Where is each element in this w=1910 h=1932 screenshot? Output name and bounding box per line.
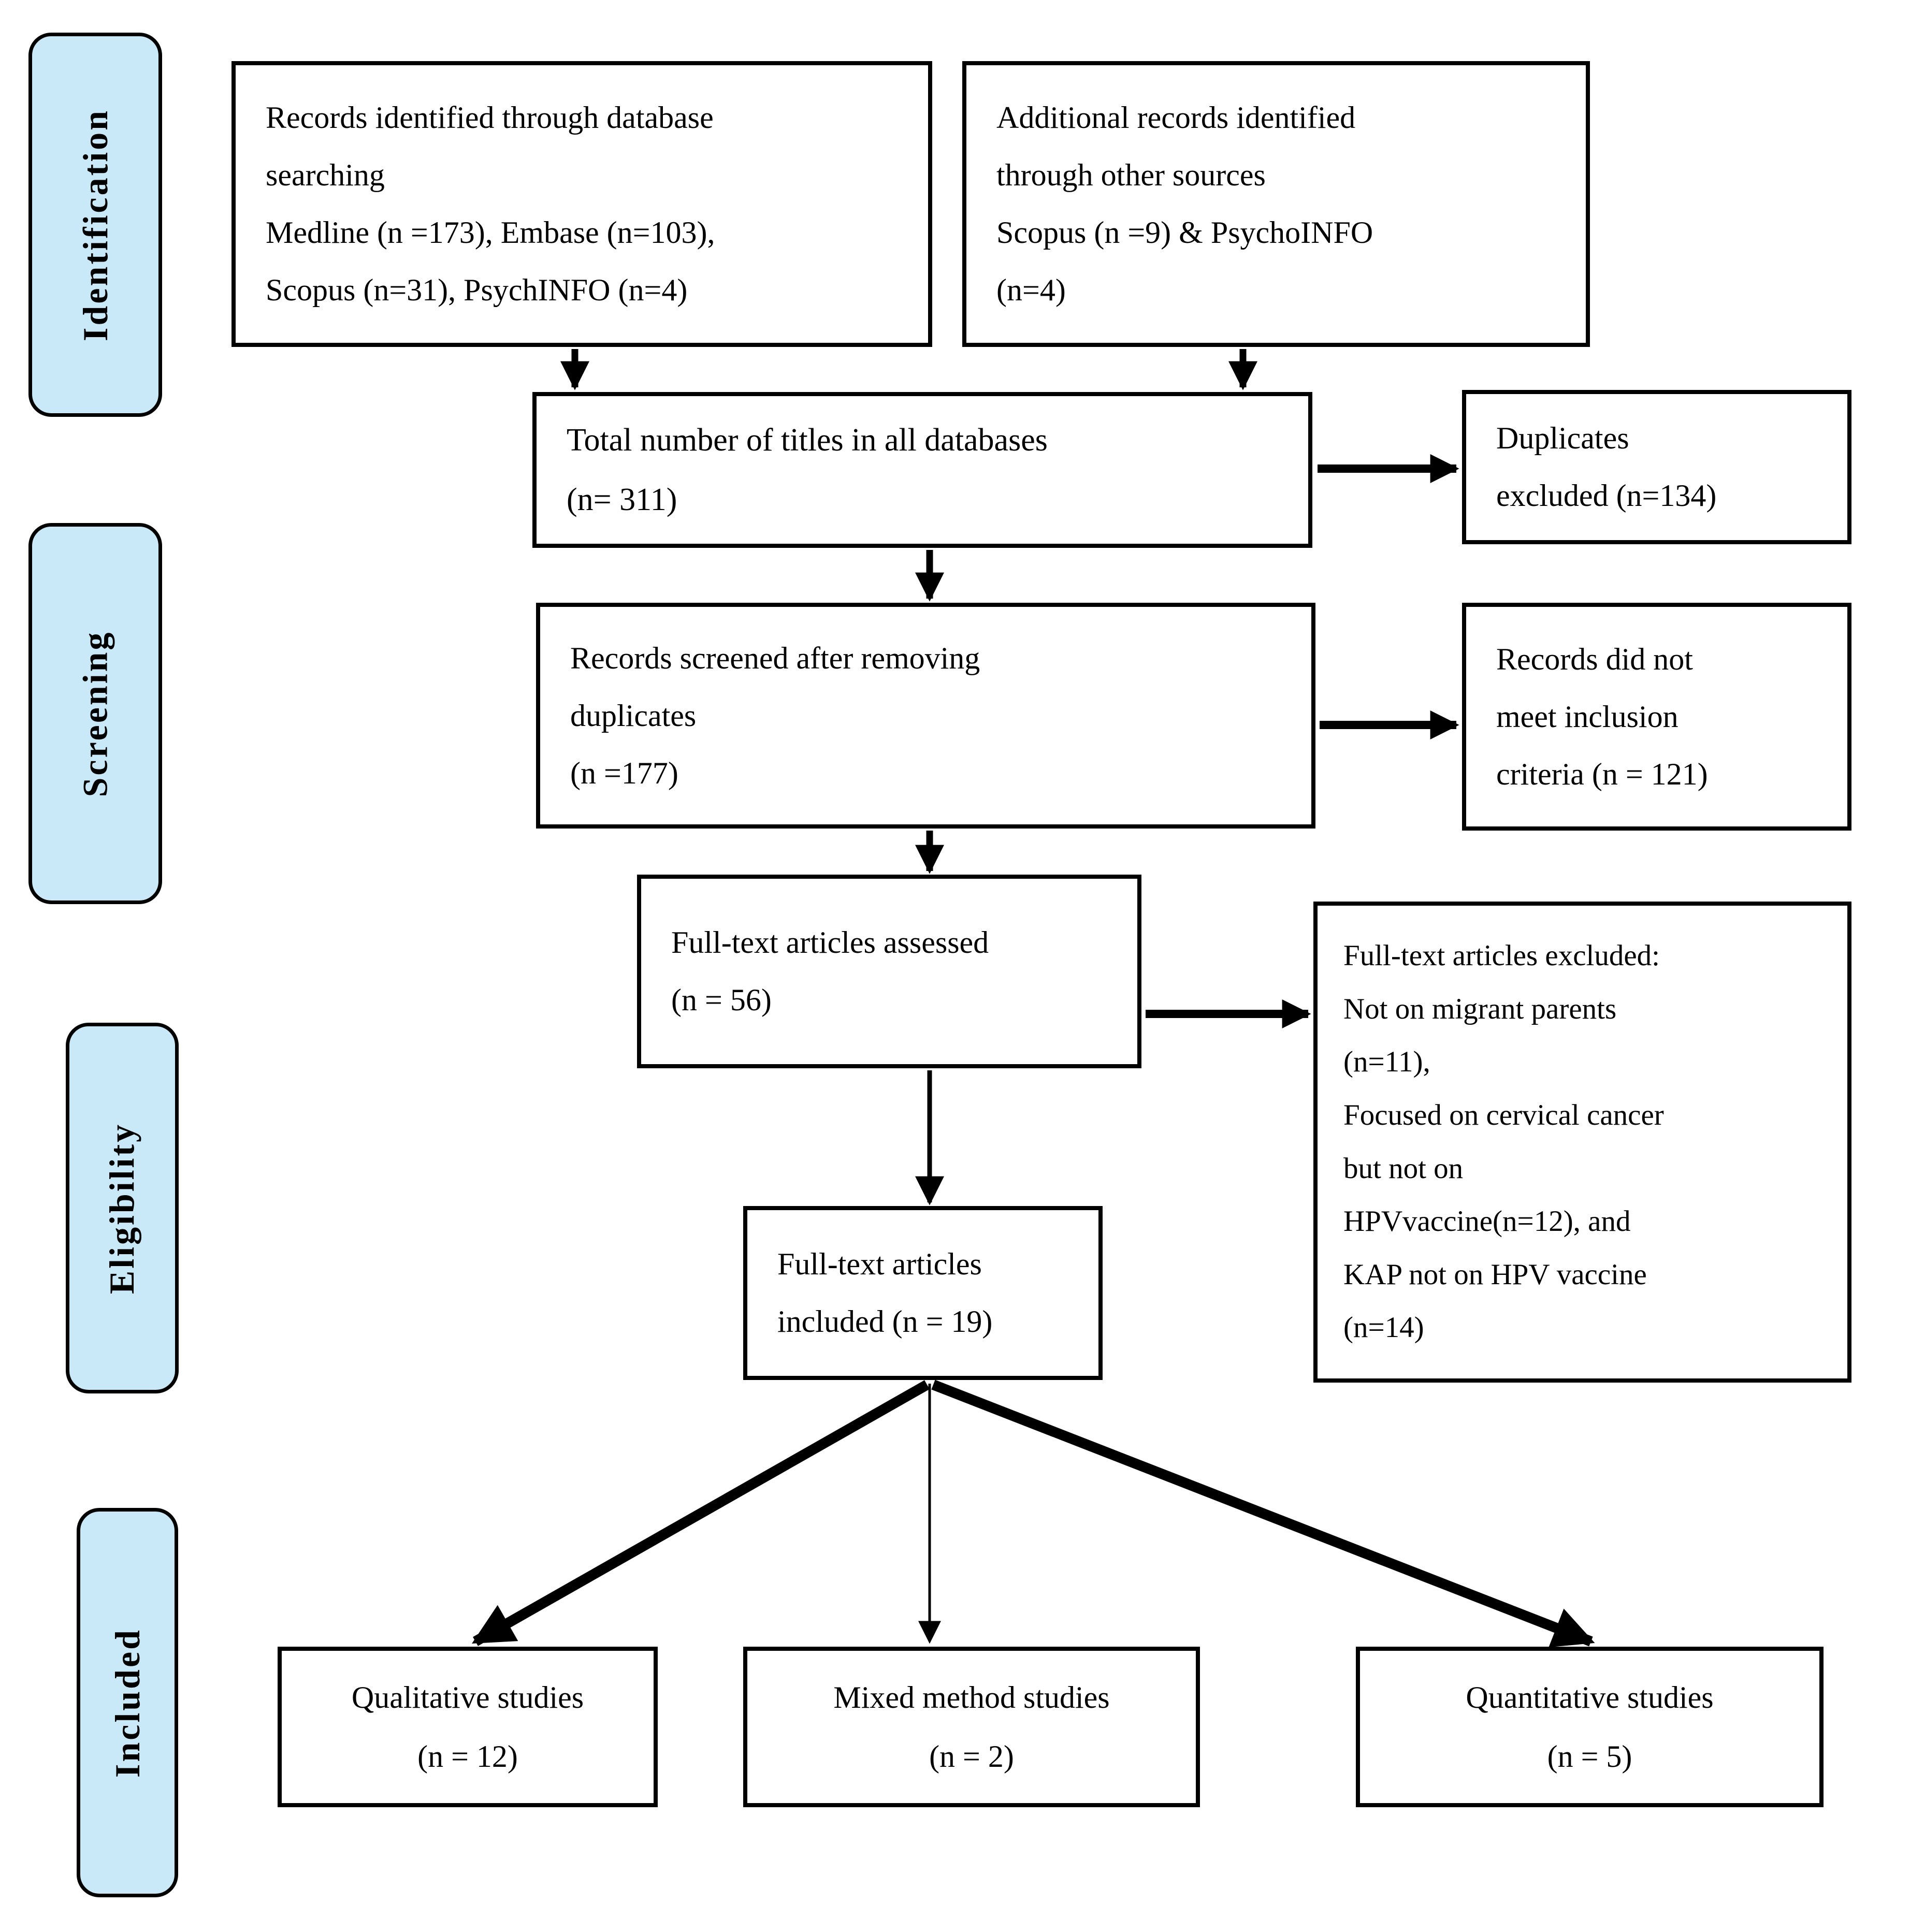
stage-screening: Screening — [28, 523, 162, 904]
stage-label-included: Included — [107, 1628, 147, 1778]
box-fulltext-included: Full-text articles included (n = 19) — [743, 1206, 1103, 1380]
box-records-screened-text: Records screened after removing duplicat… — [570, 641, 980, 790]
box-records-screened: Records screened after removing duplicat… — [536, 603, 1315, 829]
box-total-titles-text: Total number of titles in all databases … — [567, 422, 1048, 517]
box-fulltext-included-text: Full-text articles included (n = 19) — [777, 1247, 993, 1339]
stage-label-identification: Identification — [75, 108, 115, 341]
box-qualitative-studies-text: Qualitative studies (n = 12) — [351, 1680, 584, 1774]
box-not-meet-criteria: Records did not meet inclusion criteria … — [1462, 603, 1851, 831]
box-qualitative-studies: Qualitative studies (n = 12) — [278, 1647, 658, 1807]
box-additional-records-text: Additional records identified through ot… — [996, 100, 1373, 307]
box-mixed-method-studies: Mixed method studies (n = 2) — [743, 1647, 1200, 1807]
box-records-identified-text: Records identified through database sear… — [266, 100, 715, 307]
stage-eligibility: Eligibility — [66, 1023, 179, 1393]
box-duplicates-excluded-text: Duplicates excluded (n=134) — [1496, 421, 1717, 513]
box-total-titles: Total number of titles in all databases … — [532, 392, 1312, 548]
box-not-meet-criteria-text: Records did not meet inclusion criteria … — [1496, 642, 1708, 791]
box-fulltext-excluded: Full-text articles excluded: Not on migr… — [1313, 902, 1851, 1383]
stage-label-screening: Screening — [75, 630, 115, 797]
stage-label-eligibility: Eligibility — [102, 1122, 142, 1294]
box-records-identified: Records identified through database sear… — [231, 61, 932, 347]
box-fulltext-assessed-text: Full-text articles assessed (n = 56) — [671, 925, 989, 1017]
box-fulltext-excluded-text: Full-text articles excluded: Not on migr… — [1343, 939, 1664, 1344]
stage-identification: Identification — [28, 33, 162, 417]
arrow-included-to-qualitative — [472, 1380, 930, 1646]
box-mixed-method-studies-text: Mixed method studies (n = 2) — [833, 1680, 1110, 1774]
arrow-included-to-quantitative — [931, 1379, 1595, 1648]
box-quantitative-studies: Quantitative studies (n = 5) — [1356, 1647, 1824, 1807]
box-additional-records: Additional records identified through ot… — [962, 61, 1590, 347]
stage-included: Included — [77, 1508, 178, 1897]
box-duplicates-excluded: Duplicates excluded (n=134) — [1462, 390, 1851, 544]
box-fulltext-assessed: Full-text articles assessed (n = 56) — [637, 875, 1141, 1068]
box-quantitative-studies-text: Quantitative studies (n = 5) — [1466, 1680, 1714, 1774]
